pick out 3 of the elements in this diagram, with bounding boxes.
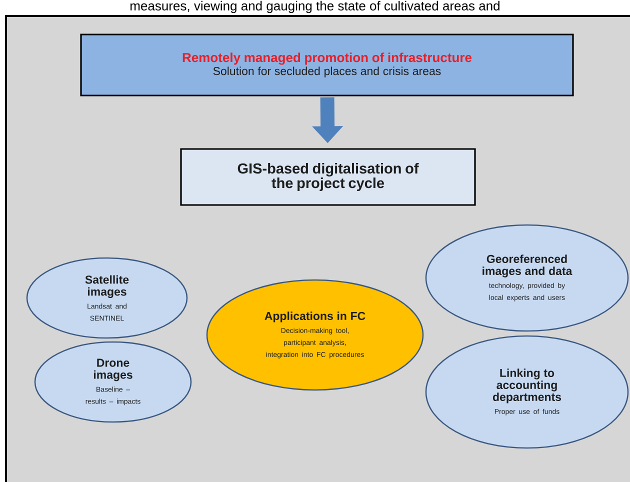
- title-box: Remotely managed promotion of infrastructure Solution for secluded places and crisis areas: [80, 34, 574, 96]
- process-box: GIS-based digitalisation of the project cycle: [180, 148, 476, 206]
- caption-text: measures, viewing and gauging the state of cultivated areas and: [130, 0, 500, 14]
